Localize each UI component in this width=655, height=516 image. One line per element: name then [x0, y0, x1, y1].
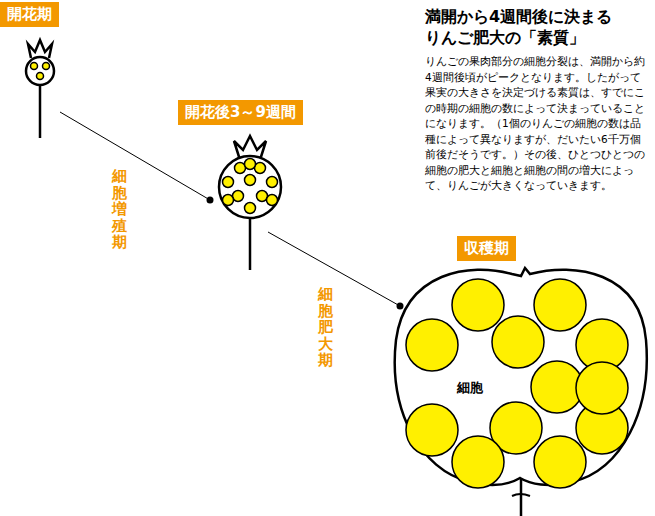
- cell-circle: [245, 159, 256, 170]
- cell-circle: [576, 362, 628, 414]
- cell-circle: [534, 279, 586, 331]
- cell-circle: [245, 203, 256, 214]
- cell-circle: [531, 361, 583, 413]
- cell-circle: [245, 175, 256, 186]
- stage-tag: 開花後3～9週間: [178, 100, 303, 125]
- cell-node: 細胞: [444, 362, 496, 414]
- title: 満開から4週間後に決まる りんご肥大の「素質」: [425, 6, 625, 48]
- cell-circle: [492, 316, 544, 368]
- node-text: 細胞: [457, 379, 483, 397]
- cell-circle: [223, 195, 234, 206]
- cell-circle: [267, 195, 278, 206]
- phase-label: 細胞増殖期: [112, 168, 127, 251]
- cell-circle: [534, 436, 586, 488]
- body-text: りんごの果肉部分の細胞分裂は、満開から約4週間後頃がピークとなります。したがって…: [425, 54, 650, 194]
- stage-tag: 収穫期: [457, 236, 516, 261]
- cell-circle: [406, 319, 458, 371]
- node-text: 収穫期: [464, 239, 509, 257]
- node-text: 開花後3～9週間: [185, 103, 296, 121]
- cell-circle: [223, 177, 234, 188]
- node-text: 開花期: [7, 5, 52, 23]
- phase-label: 細胞肥大期: [318, 286, 333, 369]
- cell-circle: [452, 436, 504, 488]
- stage-tag: 開花期: [0, 2, 59, 27]
- cell-circle: [406, 404, 458, 456]
- cell-circle: [452, 279, 504, 331]
- cell-circle: [267, 177, 278, 188]
